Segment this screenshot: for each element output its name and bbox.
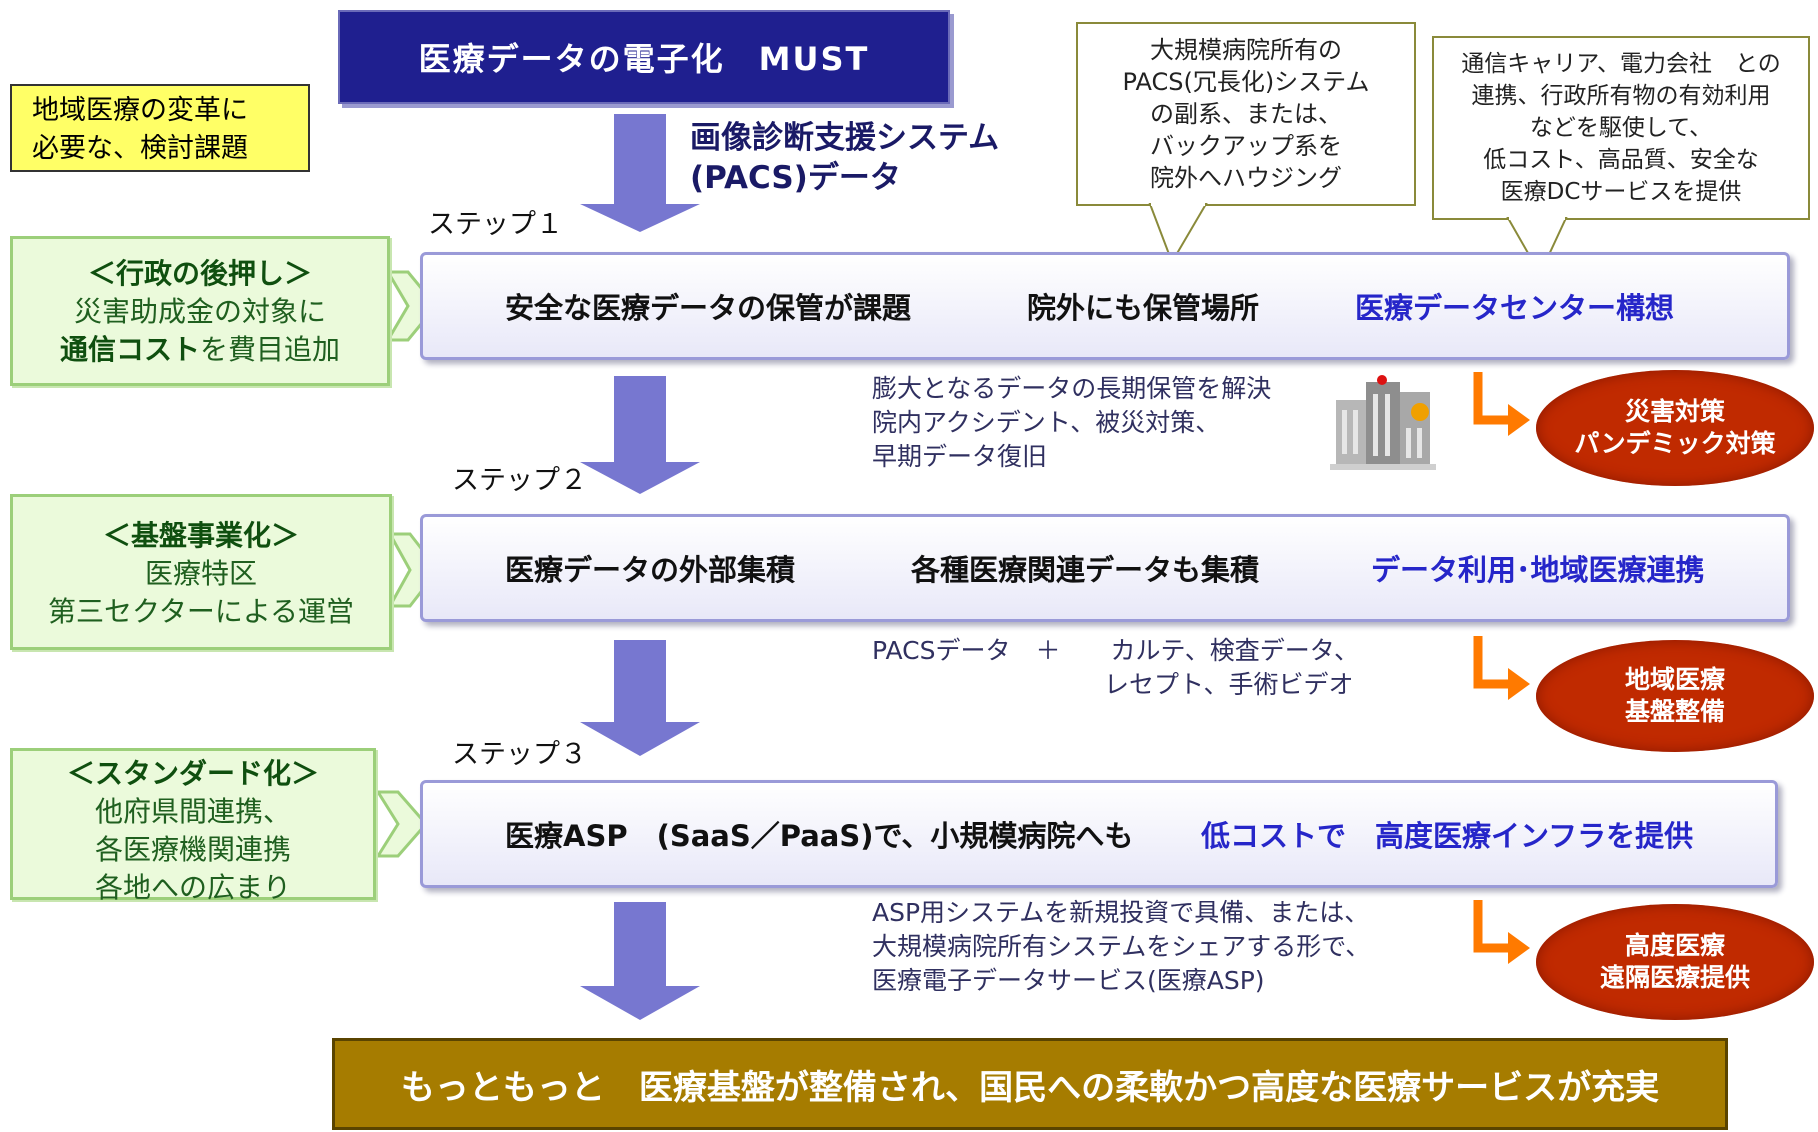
agenda-note: 地域医療の変革に 必要な、検討課題 [10, 84, 310, 172]
down-arrow-icon [580, 640, 700, 756]
callout-line: 低コスト、高品質、安全な [1483, 147, 1759, 173]
detail-line: 膨大となるデータの長期保管を解決 [872, 374, 1272, 403]
callout-line: 院外へハウジング [1150, 164, 1342, 192]
outcome-line: 高度医療 [1624, 931, 1725, 960]
side-box-standardization: ＜スタンダード化＞ 他府県間連携、 各医療機関連携 各地への広まり [10, 748, 376, 904]
step-box-highlight: 医療データセンター構想 [1355, 291, 1675, 325]
side-box-title: ＜基盤事業化＞ [102, 519, 299, 552]
step-box-1: 安全な医療データの保管が課題 院外にも保管場所 医療データセンター構想 [420, 252, 1790, 360]
side-box-title: ＜行政の後押し＞ [87, 257, 312, 290]
chevron-right-icon [385, 270, 438, 342]
callout-line: 医療DCサービスを提供 [1500, 179, 1742, 205]
side-box-title: ＜スタンダード化＞ [66, 757, 319, 790]
step-detail-1: 膨大となるデータの長期保管を解決 院内アクシデント、被災対策、 早期データ復旧 [872, 372, 1271, 474]
side-box-government: ＜行政の後押し＞ 災害助成金の対象に 通信コストを費目追加 [10, 236, 390, 386]
step-box-highlight: データ利用･地域医療連携 [1371, 553, 1705, 587]
chevron-right-icon [375, 790, 428, 858]
callout-dc-service: 通信キャリア、電力会社 との 連携、行政所有物の有効利用 などを駆使して、 低コ… [1432, 36, 1810, 220]
callout-line: 大規模病院所有の [1150, 36, 1342, 64]
step-label-2: ステップ２ [452, 465, 587, 496]
agenda-note-line: 地域医療の変革に [32, 95, 248, 126]
step-box-text: 医療ASP (SaaS／PaaS)で、小規模病院へも [505, 819, 1134, 853]
detail-line: PACSデータ ＋ カルテ、検査データ、 [872, 636, 1359, 665]
side-box-line: 災害助成金の対象に [73, 295, 326, 328]
down-arrow-icon [580, 114, 700, 232]
connector-arrow-icon [1473, 372, 1512, 425]
chevron-right-icon [387, 532, 440, 608]
outcome-line: パンデミック対策 [1574, 429, 1776, 458]
step-detail-2: PACSデータ ＋ カルテ、検査データ、 レセプト、手術ビデオ [872, 634, 1359, 702]
step-box-2: 医療データの外部集積 各種医療関連データも集積 データ利用･地域医療連携 [420, 514, 1790, 622]
callout-line: バックアップ系を [1150, 132, 1342, 160]
hospital-building-icon [1330, 375, 1436, 470]
outcome-line: 基盤整備 [1624, 697, 1725, 726]
step-box-text: 医療データの外部集積 [505, 553, 796, 587]
detail-line: 医療電子データサービス(医療ASP) [872, 966, 1265, 995]
detail-line: 早期データ復旧 [872, 442, 1048, 471]
step-box-text: 安全な医療データの保管が課題 [505, 291, 912, 325]
connector-arrow-icon [1473, 636, 1512, 689]
step-box-3: 医療ASP (SaaS／PaaS)で、小規模病院へも 低コストで 高度医療インフ… [420, 780, 1778, 888]
side-box-line-rest: を費目追加 [200, 333, 341, 366]
down-arrow-icon [580, 902, 700, 1020]
callout-line: の副系、または、 [1150, 100, 1342, 128]
step-label-1: ステップ１ [428, 209, 563, 240]
side-box-line: 他府県間連携、 [94, 795, 291, 828]
outcome-regional: 地域医療基盤整備 [1536, 640, 1814, 752]
header-title: 医療データの電子化 MUST [338, 10, 950, 104]
step-box-highlight: 低コストで 高度医療インフラを提供 [1201, 819, 1694, 853]
outcome-line: 遠隔医療提供 [1599, 963, 1750, 992]
pacs-label-line: 画像診断支援システム [690, 120, 1000, 156]
detail-line: レセプト、手術ビデオ [1104, 670, 1354, 699]
conclusion-banner: もっともっと 医療基盤が整備され、国民への柔軟かつ高度な医療サービスが充実 [332, 1038, 1728, 1130]
outcome-disaster: 災害対策パンデミック対策 [1536, 370, 1814, 486]
callout-line: 連携、行政所有物の有効利用 [1471, 83, 1771, 109]
callout-housing: 大規模病院所有の PACS(冗長化)システム の副系、または、 バックアップ系を… [1076, 22, 1416, 206]
down-arrow-icon [580, 376, 700, 494]
side-box-line: 各医療機関連携 [94, 833, 291, 866]
side-box-line: 通信コストを費目追加 [13, 331, 387, 369]
detail-line: ASP用システムを新規投資で具備、または、 [872, 898, 1370, 927]
outcome-line: 地域医療 [1624, 665, 1725, 694]
detail-line: 院内アクシデント、被災対策、 [872, 408, 1221, 437]
connector-arrow-icon [1473, 900, 1512, 953]
outcome-advanced: 高度医療遠隔医療提供 [1536, 904, 1814, 1020]
outcome-line: 災害対策 [1624, 397, 1725, 426]
agenda-note-line: 必要な、検討課題 [32, 133, 248, 164]
side-box-line: 各地への広まり [94, 871, 291, 904]
pacs-label-line: (PACS)データ [690, 160, 901, 196]
step-box-text: 各種医療関連データも集積 [911, 553, 1260, 587]
side-box-line: 第三セクターによる運営 [47, 595, 355, 628]
callout-line: などを駆使して、 [1529, 115, 1713, 141]
callout-line: PACS(冗長化)システム [1122, 68, 1370, 96]
side-box-infrastructure: ＜基盤事業化＞ 医療特区 第三セクターによる運営 [10, 494, 392, 650]
step-box-text: 院外にも保管場所 [1027, 291, 1260, 325]
detail-line: 大規模病院所有システムをシェアする形で、 [872, 932, 1371, 961]
step-detail-3: ASP用システムを新規投資で具備、または、 大規模病院所有システムをシェアする形… [872, 896, 1370, 998]
side-box-line: 医療特区 [144, 557, 257, 590]
pacs-label: 画像診断支援システム (PACS)データ [690, 118, 999, 198]
step-label-3: ステップ３ [452, 739, 587, 770]
callout-line: 通信キャリア、電力会社 との [1461, 51, 1781, 77]
side-box-emphasis: 通信コスト [59, 333, 200, 366]
